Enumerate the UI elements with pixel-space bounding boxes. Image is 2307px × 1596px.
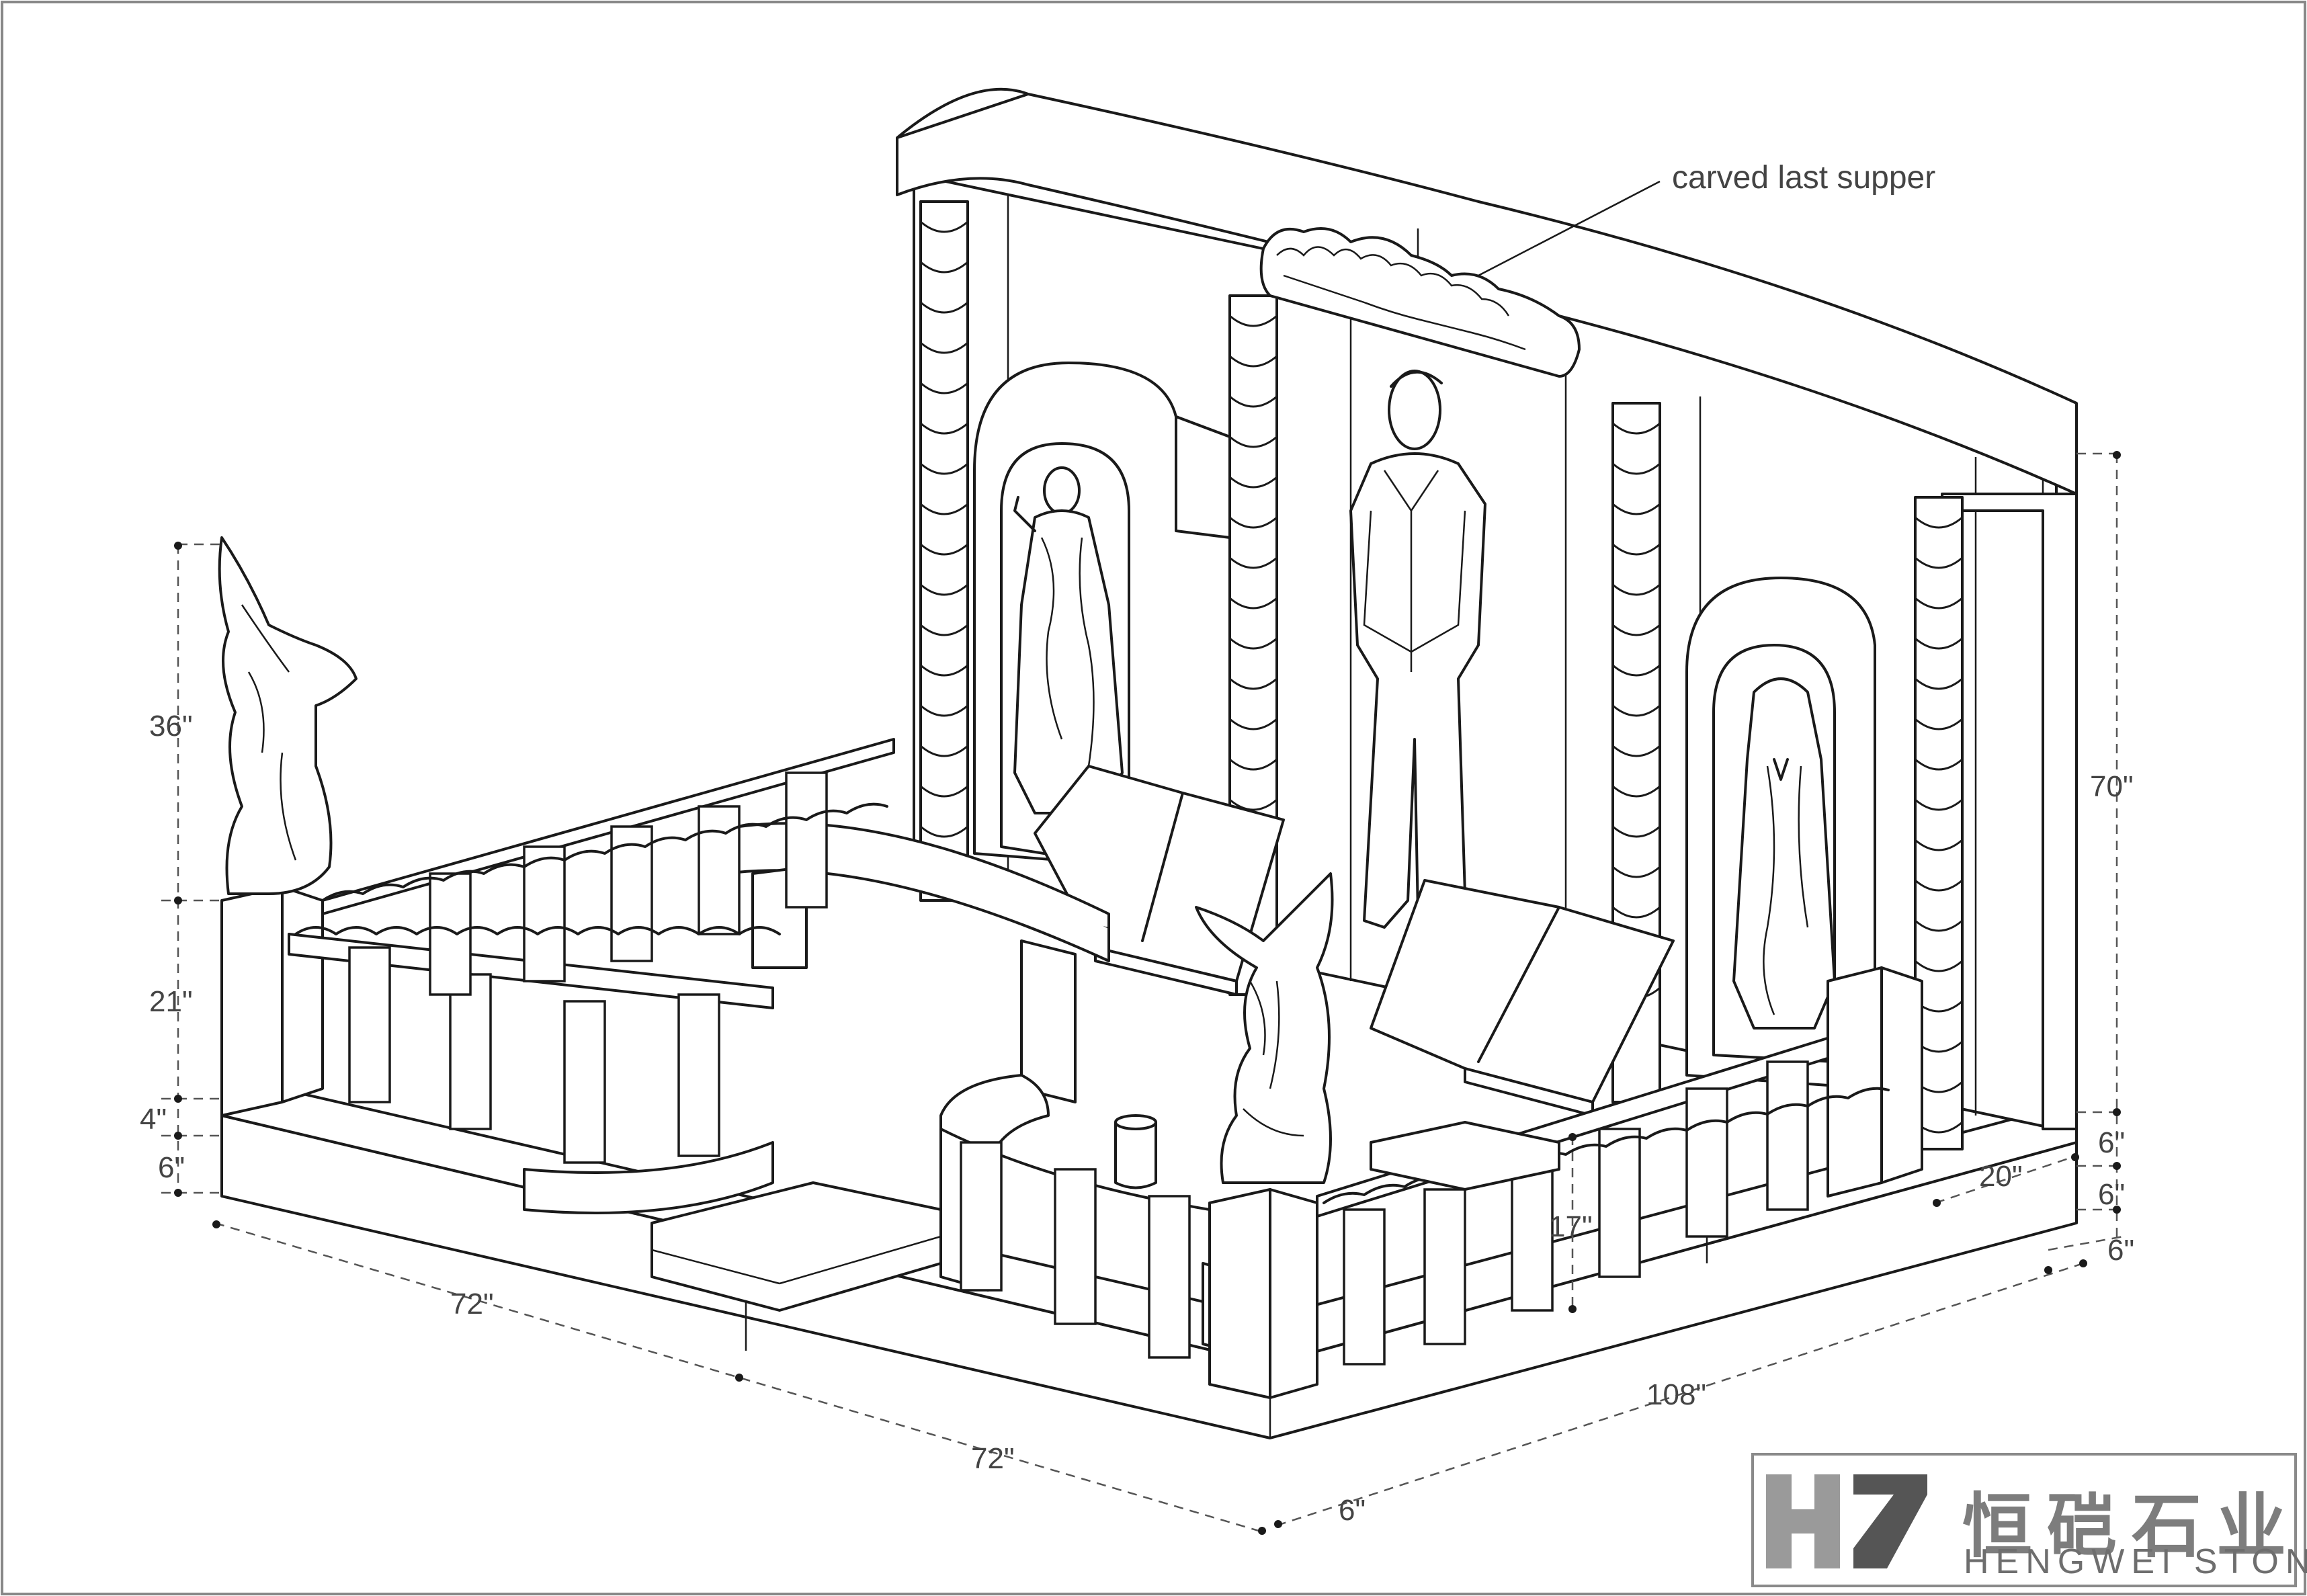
right-balustrade — [939, 966, 1923, 1399]
last-supper-carving — [1259, 227, 1581, 378]
dim-bench-height: 17" — [1549, 1210, 1593, 1243]
logo-english-name: HENGWEI STONE — [1964, 1542, 2307, 1581]
dim-left-front-length: 72" — [450, 1288, 494, 1320]
dim-depth: 20" — [1979, 1160, 2023, 1193]
dim-right-front-length: 72" — [971, 1442, 1015, 1475]
front-steps — [651, 1121, 1560, 1312]
left-angel-statue — [218, 536, 358, 895]
dim-back-step-1: 6" — [2098, 1126, 2125, 1159]
logo-chinese-name: 恒硙石业 — [1962, 1485, 2302, 1567]
company-logo: 恒硙石业 HENGWEI STONE — [1751, 1453, 2307, 1587]
dimension-lines — [161, 180, 2124, 1535]
dim-statue-height: 36" — [149, 710, 193, 743]
annotation-carved-last-supper: carved last supper — [1672, 160, 1935, 196]
left-balustrade — [220, 738, 895, 1214]
hw-logo-icon — [1766, 1474, 1927, 1568]
dim-front-thickness: 6" — [1339, 1494, 1366, 1527]
dim-right-length: 108" — [1646, 1378, 1706, 1411]
mary-statue — [1732, 677, 1836, 1030]
right-open-book — [1370, 879, 1675, 1117]
dim-monument-height: 70" — [2090, 770, 2134, 803]
dim-back-step-2: 6" — [2098, 1178, 2125, 1211]
right-rail-twisted-balusters — [960, 1060, 1809, 1366]
left-rail-twisted-balusters — [348, 771, 828, 1164]
dim-base-step: 4" — [140, 1103, 167, 1136]
center-angel-statue — [1195, 872, 1334, 1184]
jesus-statue — [1013, 466, 1124, 814]
flower-vase — [1114, 1114, 1157, 1189]
dim-back-step-3: 6" — [2107, 1234, 2134, 1267]
dim-base-bottom: 6" — [158, 1151, 185, 1184]
dim-rail-height: 21" — [149, 985, 193, 1018]
portrait-figure — [1349, 370, 1486, 929]
